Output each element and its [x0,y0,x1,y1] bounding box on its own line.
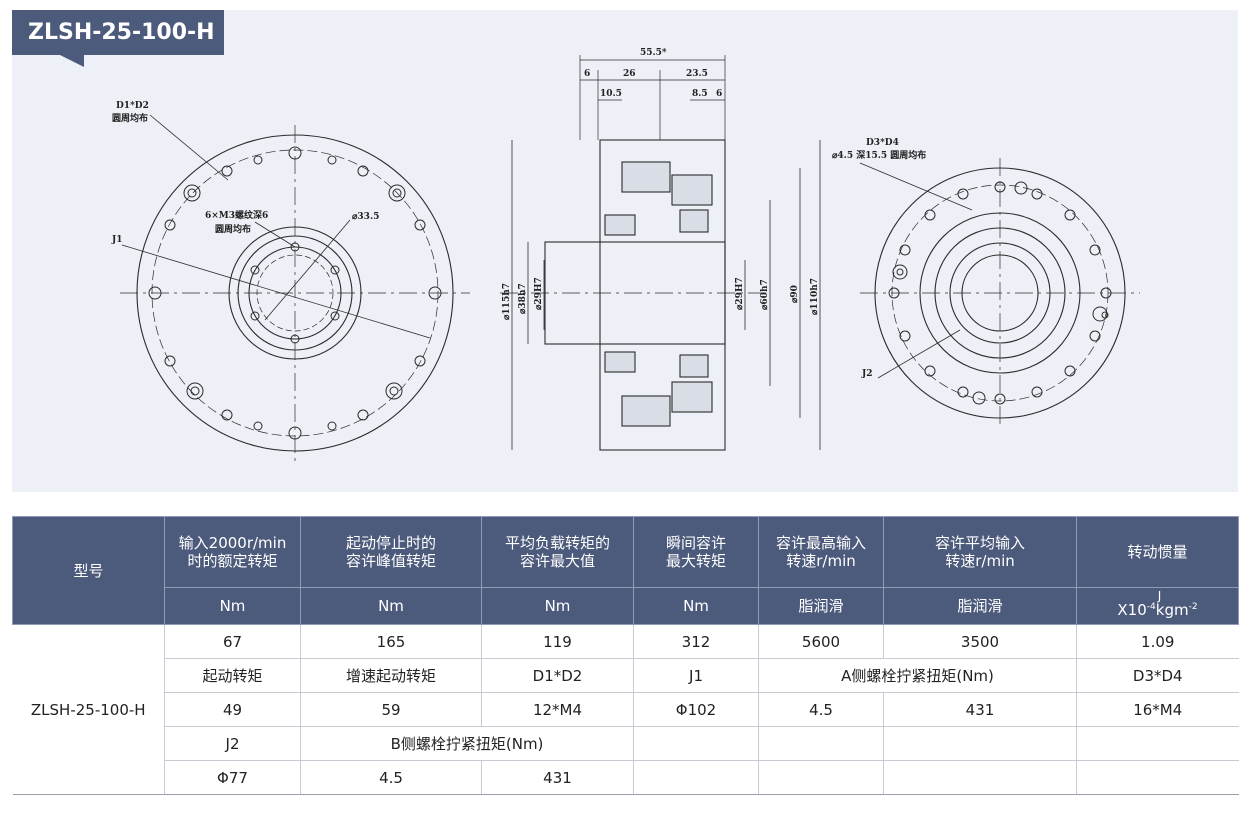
label-j2: J2 [861,369,873,379]
unit-max-speed: 脂润滑 [758,587,884,625]
header-peak-torque: 起动停止时的 容许峰值转矩 [300,516,482,588]
label-j1: J1 [111,235,123,245]
model-name-cell: ZLSH-25-100-H [12,624,165,795]
table-row: ZLSH-25-100-H 67 165 119 312 5600 3500 1… [12,624,1239,795]
callout-screw-note: 圆周均布 [215,223,251,235]
right-bolt-holes [888,181,1112,405]
header-max-speed: 容许最高输入 转速r/min [758,516,884,588]
spec-table: 型号 输入2000r/min 时的额定转矩 起动停止时的 容许峰值转矩 平均负载… [12,516,1239,795]
technical-drawing: D1*D2 圆周均布 6×M3螺纹深6 圆周均布 ⌀33.5 J1 55.5* [111,48,1140,462]
callout-d3d4-note: ⌀4.5 深15.5 圆周均布 [832,149,926,161]
unit-momentary: Nm [633,587,759,625]
callout-d1d2: D1*D2 [116,101,149,111]
table-row: J2 B侧螺栓拧紧扭矩(Nm) [13,726,1239,761]
model-tag-pointer [60,55,84,67]
table-row: 起动转矩 增速起动转矩 D1*D2 J1 A侧螺栓拧紧扭矩(Nm) D3*D4 [13,658,1239,693]
svg-text:⌀110h7: ⌀110h7 [810,278,820,315]
svg-text:⌀29H7: ⌀29H7 [534,277,544,310]
unit-avg-load: Nm [481,587,634,625]
callout-d3d4: D3*D4 [866,138,899,148]
model-tag: ZLSH-25-100-H [12,10,224,55]
svg-text:⌀29H7: ⌀29H7 [735,277,745,310]
svg-text:6: 6 [716,89,722,99]
callout-screw: 6×M3螺纹深6 [205,209,268,221]
svg-text:23.5: 23.5 [686,69,708,79]
svg-text:⌀38h7: ⌀38h7 [518,283,528,314]
right-flange-view [859,158,1140,428]
header-rated-torque: 输入2000r/min 时的额定转矩 [164,516,301,588]
svg-text:55.5*: 55.5* [640,48,667,58]
table-row: Φ77 4.5 431 [13,760,1239,795]
unit-peak: Nm [300,587,482,625]
svg-text:8.5: 8.5 [692,89,708,99]
callout-d1d2-note: 圆周均布 [112,112,148,124]
left-bolt-holes [148,146,442,440]
table-row: 49 59 12*M4 Φ102 4.5 431 16*M4 [13,692,1239,727]
left-flange-view [120,114,470,462]
svg-text:⌀90: ⌀90 [790,285,800,303]
svg-text:6: 6 [584,69,590,79]
callout-bore: ⌀33.5 [352,212,379,222]
header-model: 型号 [12,516,165,625]
header-row-1: 型号 输入2000r/min 时的额定转矩 起动停止时的 容许峰值转矩 平均负载… [12,516,1239,625]
header-momentary-torque: 瞬间容许 最大转矩 [633,516,759,588]
section-dimensions: 55.5* 6 26 23.5 10.5 8.5 6 ⌀115h7 ⌀38h7 … [502,48,820,320]
section-view [500,55,821,451]
svg-text:⌀60h7: ⌀60h7 [760,279,770,310]
svg-text:10.5: 10.5 [600,89,622,99]
header-inertia: 转动惯量 [1076,516,1239,588]
header-avg-speed: 容许平均输入 转速r/min [883,516,1077,588]
header-avg-load-torque: 平均负载转矩的 容许最大值 [481,516,634,588]
svg-text:26: 26 [623,69,636,79]
unit-avg-speed: 脂润滑 [883,587,1077,625]
unit-rated: Nm [164,587,301,625]
svg-text:⌀115h7: ⌀115h7 [502,283,512,320]
